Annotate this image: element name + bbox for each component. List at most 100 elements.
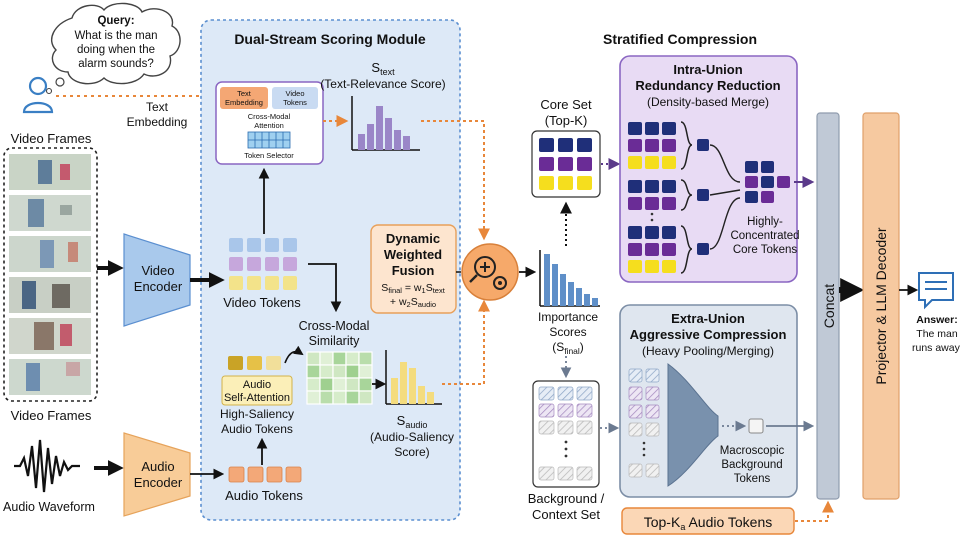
extra-output-label-2: Background: [721, 459, 782, 471]
inset-token-selector-label: Token Selector: [244, 151, 294, 160]
answer-title: Answer:: [916, 314, 957, 326]
fusion-box: [370, 224, 457, 314]
audio-encoder-label-2: Encoder: [134, 475, 183, 490]
s-audio-chart: [385, 350, 442, 405]
audio-tokens-row: [228, 466, 302, 483]
concat-label: Concat: [821, 284, 837, 328]
video-tokens-to-similarity-arrow: [308, 263, 342, 313]
audio-waveform-icon: [14, 439, 80, 493]
inset-attention-grid: [247, 131, 291, 149]
video-encoder: [123, 233, 191, 327]
inset-video-tokens: [272, 87, 318, 109]
fusion-operator-icon: [461, 243, 519, 301]
intra-output-label-2: Concentrated: [730, 230, 799, 242]
s-text-chart: [351, 96, 420, 151]
high-saliency-tokens: [228, 356, 281, 370]
high-saliency-label-1: High-Saliency: [220, 407, 294, 421]
inset-text-embedding-label-1: Text: [237, 89, 252, 98]
extra-subtitle: (Heavy Pooling/Merging): [642, 344, 774, 358]
audio-self-attention-label-2: Self-Attention: [224, 392, 290, 404]
s-text-symbol: Stext: [371, 60, 395, 77]
answer-line-2: runs away.: [912, 342, 960, 354]
pooling-funnel: [667, 363, 719, 487]
intra-merge-lines: [709, 144, 741, 250]
fusion-title-2: Weighted: [384, 247, 442, 262]
core-set-tokens: [539, 138, 592, 190]
extra-union-panel: [619, 304, 798, 498]
inset-cross-attention-label-2: Attention: [254, 121, 284, 130]
fusion-title-1: Dynamic: [386, 231, 440, 246]
s-audio-desc-1: (Audio-Saliency: [370, 430, 454, 444]
llm-decoder-bar: [862, 112, 900, 500]
answer-line-1: The man: [916, 328, 958, 340]
video-frames-bottom-label: Video Frames: [11, 408, 92, 423]
audio-self-attention-label-1: Audio: [243, 379, 271, 391]
s-audio-desc-2: Score): [394, 445, 429, 459]
high-saliency-label-2: Audio Tokens: [221, 422, 293, 436]
inset-cross-attention-label-1: Cross-Modal: [248, 112, 291, 121]
cross-modal-similarity-label-2: Similarity: [309, 334, 360, 348]
audio-tokens-label: Audio Tokens: [225, 488, 303, 503]
audio-waveform-label: Audio Waveform: [3, 500, 95, 514]
background-set-label-1: Background /: [528, 491, 605, 506]
audio-encoder-label-1: Audio: [141, 459, 174, 474]
background-set-tokens: [538, 386, 593, 481]
intra-braces: [680, 121, 693, 274]
saliency-to-similarity-arrow: [284, 345, 304, 364]
video-tokens-label: Video Tokens: [223, 295, 301, 310]
core-set-label-1: Core Set: [540, 97, 592, 112]
audio-encoder: [123, 432, 191, 517]
saudio-to-fusion-arrow: [442, 299, 490, 385]
intra-title-1: Intra-Union: [673, 62, 742, 77]
topk-to-concat-arrow: [795, 500, 834, 522]
extra-output-label-1: Macroscopic: [720, 445, 785, 457]
extra-output-label-3: Tokens: [734, 473, 771, 485]
inset-text-embedding-label-2: Embedding: [225, 98, 263, 107]
extra-title-1: Extra-Union: [671, 311, 745, 326]
stext-to-fusion-arrow: [421, 120, 490, 241]
query-line-1: What is the man: [74, 30, 157, 42]
intra-output-label-3: Core Tokens: [733, 244, 798, 256]
inset-text-embedding: [220, 87, 268, 109]
video-tokens-grid: [229, 238, 297, 290]
s-audio-symbol: Saudio: [397, 413, 428, 430]
video-frame-stack: [9, 154, 91, 395]
query-title: Query:: [97, 15, 134, 27]
intra-output-label-1: Highly-: [747, 216, 783, 228]
fusion-equation-2: + w2Saudio: [390, 296, 436, 309]
stratified-title: Stratified Compression: [603, 31, 757, 47]
intra-subtitle: (Density-based Merge): [647, 95, 769, 109]
importance-scores-chart: [539, 250, 600, 307]
video-encoder-label-1: Video: [141, 263, 174, 278]
importance-label-1: Importance: [538, 310, 598, 324]
topk-audio-label: Top-Ka Audio Tokens: [644, 514, 773, 532]
extra-input-tokens: [628, 368, 660, 478]
cross-modal-similarity-label-1: Cross-Modal: [299, 319, 370, 333]
video-frames-top-label: Video Frames: [11, 131, 92, 146]
intra-union-panel: [619, 55, 798, 283]
core-set-label-2: (Top-K): [545, 113, 588, 128]
video-encoder-label-2: Encoder: [134, 279, 183, 294]
importance-label-3: (Sfinal): [552, 340, 584, 356]
fusion-equation-1: Sfinal = w1Stext: [381, 282, 446, 295]
intra-merged-tokens: [697, 139, 709, 255]
macroscopic-token: [748, 418, 764, 434]
query-line-2: doing when the: [77, 44, 155, 56]
query-line-3: alarm sounds?: [78, 58, 153, 70]
extra-title-2: Aggressive Compression: [630, 327, 787, 342]
fusion-title-3: Fusion: [392, 263, 435, 278]
query-bubble: [45, 2, 181, 95]
intra-input-tokens: [628, 122, 676, 273]
text-embedding-label-2: Embedding: [127, 115, 188, 129]
user-icon: [22, 76, 54, 114]
similarity-matrix: [306, 351, 373, 405]
topk-audio-box: [621, 507, 795, 535]
concat-bar: [816, 112, 840, 500]
intra-title-2: Redundancy Reduction: [635, 78, 780, 93]
audio-self-attention-box: [221, 375, 293, 406]
importance-label-2: Scores: [549, 325, 586, 339]
dual-stream-title: Dual-Stream Scoring Module: [234, 31, 426, 47]
highly-concentrated-tokens: [745, 161, 790, 203]
text-embedding-label-1: Text: [146, 100, 169, 114]
